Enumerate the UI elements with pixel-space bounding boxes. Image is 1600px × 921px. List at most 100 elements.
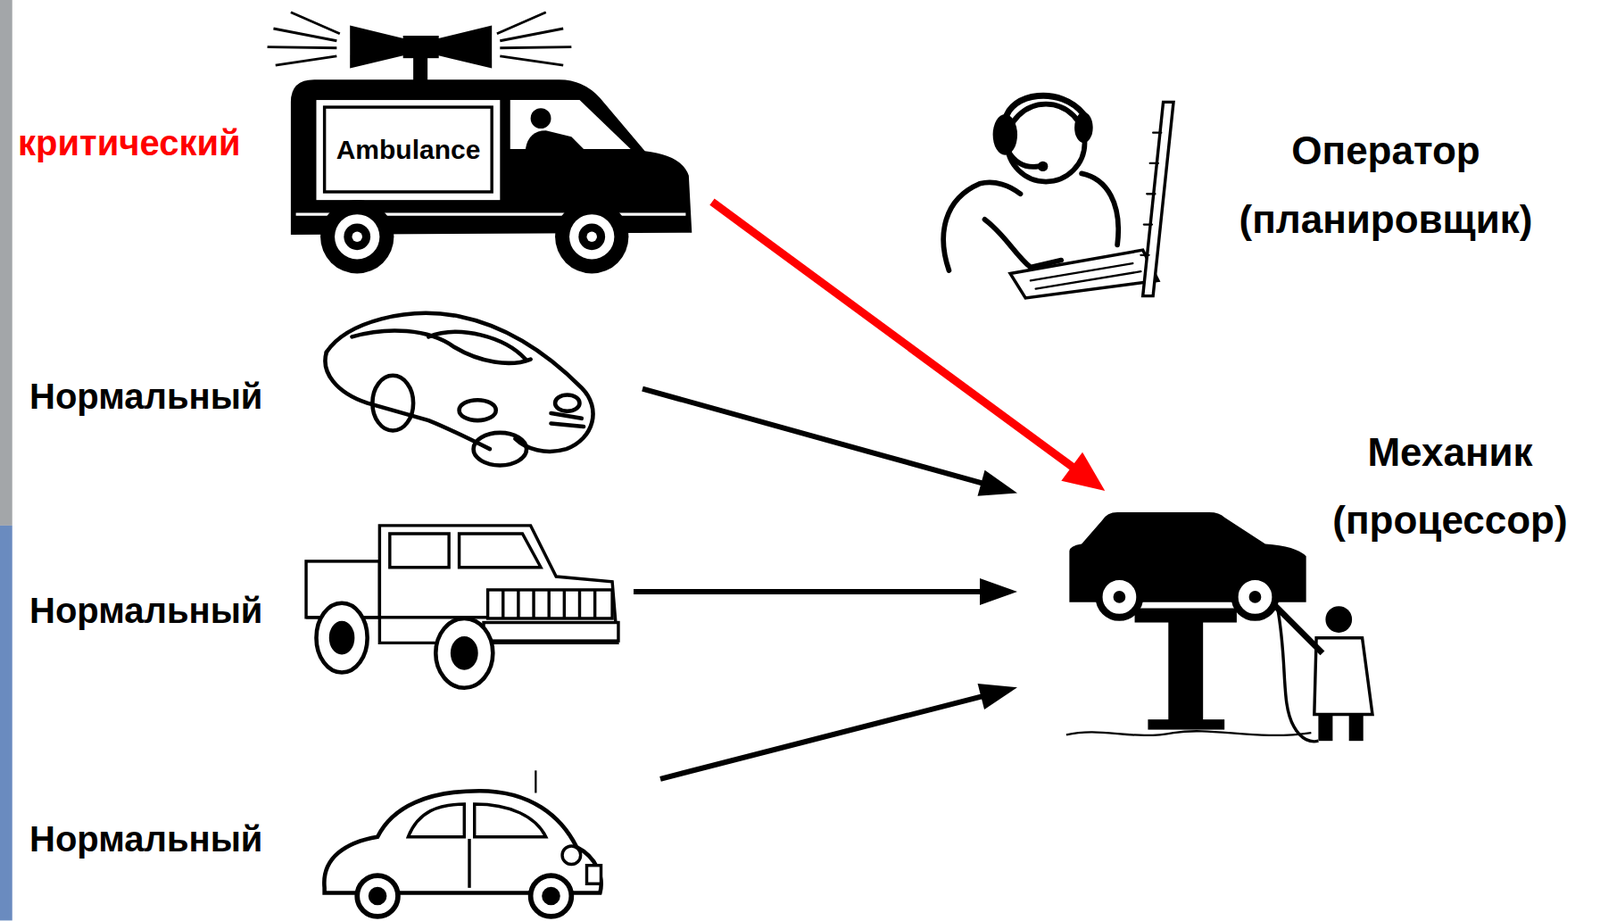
operator-picture-part — [1081, 173, 1119, 245]
pickup-picture-part — [315, 603, 367, 673]
ambulance-picture — [267, 12, 693, 274]
sports-car-picture-part — [352, 331, 531, 364]
side-bar-part — [0, 0, 13, 526]
ambulance-picture-part — [413, 56, 428, 83]
ambulance-picture-part-part — [499, 56, 564, 66]
operator-picture-part — [1008, 150, 1039, 167]
ambulance-picture-part — [320, 199, 394, 274]
arrow-head — [1061, 452, 1105, 491]
ambulance-picture-part — [530, 107, 552, 129]
lift-picture-part — [1318, 713, 1333, 741]
pickup-picture-part — [503, 589, 596, 619]
beetle-picture-part — [370, 888, 385, 904]
ambulance-picture-part — [352, 232, 363, 242]
pickup-picture-part — [435, 618, 493, 689]
pickup-picture-part — [330, 622, 353, 654]
lift-picture-part — [1314, 638, 1373, 715]
flow-arrow — [660, 683, 1018, 780]
ambulance-picture-part — [525, 130, 584, 150]
beetle-picture-part — [467, 838, 471, 888]
operator-picture-part — [1007, 104, 1086, 183]
beetle-picture — [323, 770, 601, 917]
lift-picture-part — [1349, 713, 1364, 741]
beetle-picture-part — [474, 804, 547, 838]
lift-picture-part — [1277, 608, 1319, 742]
ambulance-vehicle: критический Ambulance — [7, 0, 713, 268]
sports-car-picture — [324, 313, 593, 465]
ambulance-picture-part — [587, 232, 597, 242]
operator-picture-part — [1074, 112, 1094, 143]
flow-arrow — [712, 201, 1105, 491]
operator-picture-part — [1143, 101, 1174, 296]
beetle-picture-part — [543, 888, 558, 904]
arrow-head — [979, 578, 1018, 606]
sports-car-picture-part — [555, 395, 580, 412]
operator-picture-part — [1010, 249, 1159, 299]
pickup-picture-part — [452, 638, 477, 669]
priority-label: Нормальный — [25, 588, 266, 633]
ambulance-picture-part — [334, 214, 380, 259]
ambulance-picture-part — [349, 25, 406, 69]
operator-picture-part — [1030, 263, 1141, 290]
operator-picture-part — [1037, 161, 1048, 172]
lift-picture-part — [1066, 730, 1311, 736]
priority-label: Нормальный — [25, 816, 266, 862]
lift-picture-part — [1325, 605, 1352, 633]
side-bar — [0, 0, 13, 921]
ambulance-picture-part — [315, 99, 500, 200]
sports-car-picture-part — [550, 413, 584, 427]
ambulance-picture-part — [578, 223, 606, 250]
ambulance-picture-part — [324, 107, 493, 192]
sports-car-picture-part — [428, 331, 526, 360]
flow-arrow — [633, 578, 1018, 606]
lift-picture-part — [1113, 590, 1127, 604]
ambulance-picture-part-part — [290, 12, 340, 34]
vehicle-sign: Ambulance — [324, 127, 492, 173]
lift-picture-part — [1235, 576, 1277, 618]
operator-picture-part — [1004, 95, 1084, 121]
ambulance-picture-part — [510, 99, 631, 150]
ambulance-picture-part-part — [499, 47, 572, 49]
flow-arrow — [642, 389, 1018, 497]
ambulance-picture-part — [403, 35, 440, 59]
pickup-picture-part — [483, 622, 619, 642]
ambulance-picture-part-part — [499, 28, 564, 42]
ambulance-picture-part — [343, 223, 371, 250]
pickup-picture — [306, 525, 619, 689]
pickup-picture-part — [488, 589, 614, 619]
ambulance-picture-part-part — [497, 12, 547, 34]
pickup-picture-part — [389, 533, 449, 568]
operator-picture-part — [943, 182, 1020, 271]
beetle-picture-part — [407, 804, 465, 838]
beetle-picture-part — [356, 875, 398, 917]
arrow-line — [712, 201, 1074, 468]
operator-picture — [943, 95, 1174, 299]
operator-figure: Оператор (планировщик) — [932, 71, 1584, 304]
mechanic-lift: Механик (процессор) — [1017, 490, 1379, 750]
ambulance-picture-part — [569, 214, 614, 259]
sports-car-picture-part — [459, 399, 497, 421]
beetle-picture-part — [534, 770, 537, 793]
illustration-part — [0, 0, 1373, 921]
pickup-picture-part — [459, 533, 541, 568]
operator-picture-part — [984, 219, 1062, 268]
beetle-picture-part — [530, 875, 573, 917]
arrow-line — [642, 389, 983, 484]
beetle-picture-part — [562, 845, 581, 865]
lift-picture-part — [1168, 612, 1203, 725]
arrow-head — [978, 470, 1018, 497]
lift-picture — [1066, 512, 1373, 742]
arrow-line — [660, 696, 983, 780]
ambulance-picture-part-part — [267, 47, 338, 49]
operator-picture-part — [993, 114, 1018, 156]
priority-label: критический — [14, 120, 245, 166]
sports-car-picture-part — [473, 432, 527, 466]
sports-car-picture-part — [326, 313, 594, 452]
role-label: Механик (процессор) — [1307, 418, 1593, 555]
car-vehicle: Нормальный — [17, 307, 643, 473]
arrow-line — [633, 588, 982, 595]
arrow-head — [978, 683, 1018, 710]
ambulance-picture-part — [436, 25, 492, 69]
pickup-vehicle: Нормальный — [17, 513, 634, 692]
